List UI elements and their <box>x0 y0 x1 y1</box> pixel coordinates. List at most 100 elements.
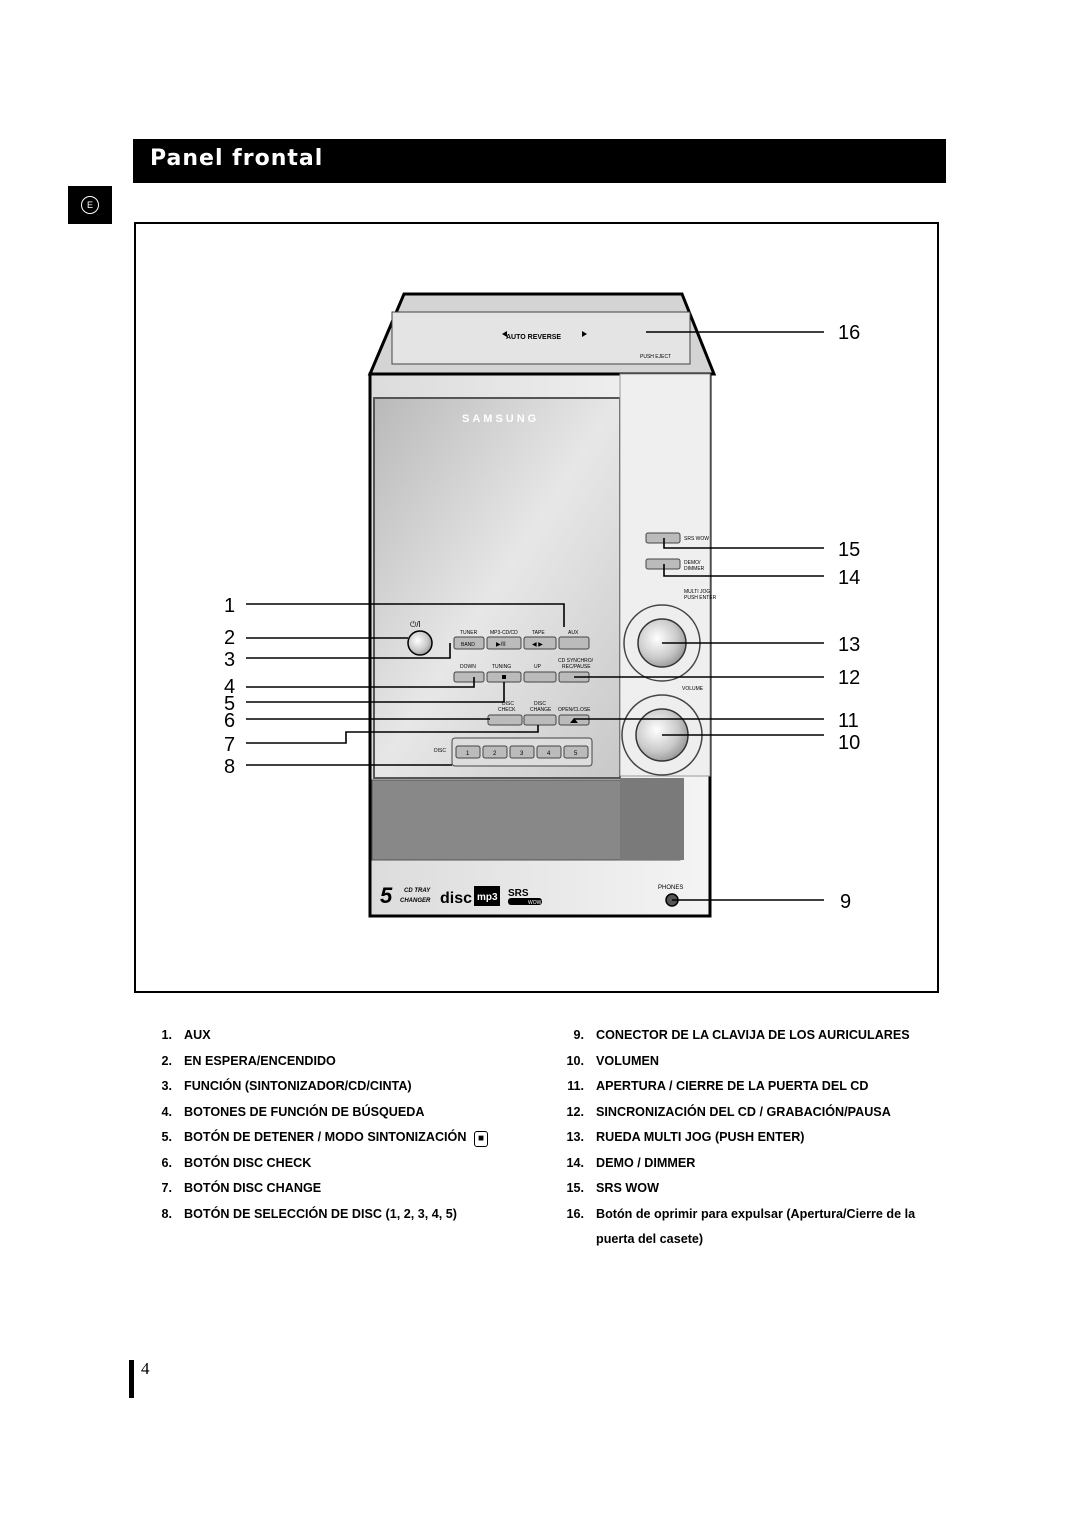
tape-direction-icon: ◀ ▶ <box>532 642 543 648</box>
callout-10: 10 <box>838 732 860 754</box>
figure-frame <box>134 222 939 993</box>
disc-label: DISC <box>434 748 446 754</box>
disc-1-label: 1 <box>466 751 470 757</box>
search-forward-button[interactable] <box>523 671 557 683</box>
arrow-right-icon <box>582 331 587 337</box>
callout-13: 13 <box>838 634 860 656</box>
callout-15: 15 <box>838 539 860 561</box>
lower-window-right <box>620 778 684 860</box>
callout-4: 4 <box>224 676 235 698</box>
logo-compact-disc: disc <box>440 890 472 907</box>
stop-icon <box>502 675 506 679</box>
cd-synchro-label: CD SYNCHRO/ <box>558 658 594 664</box>
disc-5-label: 5 <box>574 751 578 757</box>
tuning-label: TUNING <box>492 664 511 670</box>
logo-wow: WOW <box>528 900 542 906</box>
leader-1 <box>246 603 565 627</box>
dimmer-label: DIMMER <box>684 566 705 572</box>
power-symbol-label: ⏻/I <box>410 620 421 629</box>
srs-wow-label: SRS WOW <box>684 536 709 542</box>
section-title-bar: Panel frontal <box>133 139 946 183</box>
multi-jog-label-1: MULTI JOG <box>684 589 710 595</box>
logo-cd-tray: CD TRAY <box>404 888 431 894</box>
leader-5 <box>246 682 505 703</box>
logo-mp3-box <box>474 886 500 906</box>
disc-2-label: 2 <box>493 751 497 757</box>
callout-14: 14 <box>838 567 860 589</box>
tuning-down-label: DOWN <box>460 664 476 670</box>
demo-label: DEMO/ <box>684 560 701 566</box>
rec-pause-label: REC/PAUSE <box>562 664 591 670</box>
power-button[interactable] <box>407 630 433 656</box>
callout-1: 1 <box>224 595 235 617</box>
leader-7 <box>246 725 539 744</box>
cassette-auto-reverse-label: AUTO REVERSE <box>506 334 561 341</box>
logo-mp3: mp3 <box>477 892 498 903</box>
logo-wow-box <box>508 898 542 905</box>
func-label-tape: TAPE <box>532 630 545 636</box>
leader-lines <box>246 331 824 901</box>
callout-6: 6 <box>224 710 235 732</box>
open-close-label: OPEN/CLOSE <box>558 707 591 713</box>
language-tab-label: E <box>81 196 99 214</box>
volume-label: VOLUME <box>682 686 704 692</box>
disc-4-button[interactable] <box>536 745 562 759</box>
stop-icon: ■ <box>473 1131 488 1147</box>
disc-check-button[interactable] <box>487 714 523 726</box>
func-label-tuner: TUNER <box>460 630 478 636</box>
callout-16: 16 <box>838 322 860 344</box>
band-button[interactable] <box>453 636 485 650</box>
phones-label: PHONES <box>658 885 683 891</box>
language-tab: E <box>68 186 112 224</box>
section-title: Panel frontal <box>150 146 324 171</box>
disc-check-label-2: CHECK <box>498 707 516 713</box>
aux-button[interactable] <box>558 636 590 650</box>
logo-changer: CHANGER <box>400 898 431 904</box>
disc-2-button[interactable] <box>482 745 508 759</box>
tape-button[interactable] <box>523 636 557 650</box>
callout-numbers: 1 2 3 4 5 6 7 8 16 15 14 13 12 11 10 9 <box>224 322 860 913</box>
callout-5: 5 <box>224 693 235 715</box>
leader-3 <box>246 643 451 659</box>
eject-icon <box>570 718 578 723</box>
push-eject-label: PUSH EJECT <box>640 354 671 360</box>
front-panel-figure: AUTO REVERSE PUSH EJECT SAMSUNG ⏻/I TUNE… <box>224 292 860 918</box>
leader-14 <box>663 564 824 577</box>
disc-1-button[interactable] <box>455 745 481 759</box>
cd-play-pause-button[interactable] <box>486 636 522 650</box>
callout-2: 2 <box>224 627 235 649</box>
search-back-button[interactable] <box>453 671 485 683</box>
disc-5-button[interactable] <box>563 745 589 759</box>
callout-8: 8 <box>224 756 235 778</box>
callout-9: 9 <box>840 891 851 913</box>
band-label: BAND <box>461 642 475 648</box>
leader-4 <box>246 677 475 688</box>
logo-5cd-digit: 5 <box>380 883 393 908</box>
srs-wow-button[interactable] <box>645 532 681 544</box>
disc-check-label-1: DISC <box>502 701 514 707</box>
leader-15 <box>663 538 824 549</box>
arrow-left-icon <box>502 331 507 337</box>
callout-12: 12 <box>838 667 860 689</box>
callout-11: 11 <box>838 710 859 732</box>
disc-change-label-2: CHANGE <box>530 707 552 713</box>
disc-change-button[interactable] <box>523 714 557 726</box>
page-number-bar <box>129 1360 134 1398</box>
disc-change-label-1: DISC <box>534 701 546 707</box>
disc-3-button[interactable] <box>509 745 535 759</box>
callout-3: 3 <box>224 649 235 671</box>
page-number: 4 <box>141 1359 150 1378</box>
disc-buttons: 1 2 3 4 5 <box>455 745 589 759</box>
func-label-aux: AUX <box>568 630 579 636</box>
demo-dimmer-button[interactable] <box>645 558 681 570</box>
tuning-up-label: UP <box>534 664 542 670</box>
callout-7: 7 <box>224 734 235 756</box>
disc-3-label: 3 <box>520 751 524 757</box>
multi-jog-label-2: PUSH ENTER <box>684 595 717 601</box>
disc-4-label: 4 <box>547 751 551 757</box>
brand-logo: SAMSUNG <box>462 413 539 425</box>
play-pause-icon: ▶/II <box>496 642 506 648</box>
logo-srs: SRS <box>508 888 529 899</box>
cassette-door[interactable] <box>391 311 691 365</box>
func-label-mp3cd: MP3-CD/CD <box>490 630 518 636</box>
